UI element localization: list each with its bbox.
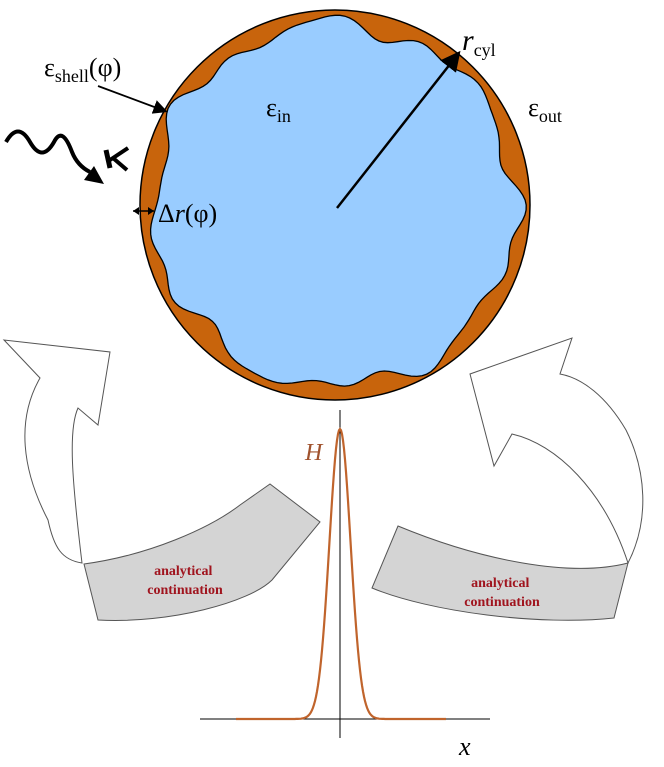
incident-wave-arrow [4, 129, 104, 184]
h-label: H [304, 440, 324, 466]
epsilon-in-label: εin [266, 93, 291, 126]
delta-r-label: Δr(φ) [158, 199, 217, 228]
left-continuation-band [83, 483, 321, 621]
delta-r-arrow [133, 207, 154, 215]
peak-curve [236, 427, 446, 721]
radius-arrow [336, 50, 461, 209]
x-label: x [458, 732, 471, 761]
right-annotation: analytical continuation [464, 576, 540, 610]
r-cyl-label: rcyl [462, 24, 496, 60]
inner-region [149, 14, 527, 387]
shell-pointer-arrow [97, 85, 168, 114]
epsilon-out-label: εout [528, 93, 562, 126]
epsilon-shell-label: εshell(φ) [44, 53, 121, 86]
left-curved-arrow [2, 339, 111, 564]
k-vector-icon [103, 146, 130, 172]
right-continuation-band [371, 525, 629, 621]
left-annotation: analytical continuation [147, 564, 223, 598]
cylinder [139, 9, 531, 401]
peak-plot [200, 410, 490, 738]
right-curved-arrow [469, 337, 644, 565]
